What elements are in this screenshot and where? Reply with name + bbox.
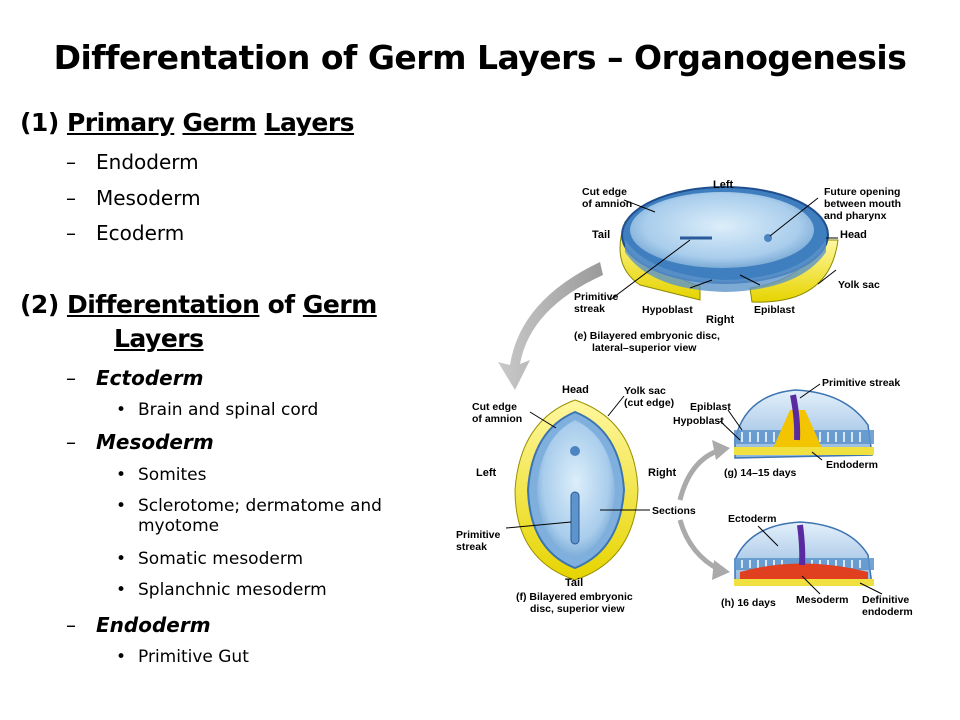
caption-h: (h) 16 days: [721, 597, 776, 609]
section2-heading-line2: Layers: [114, 324, 204, 353]
bullet-continuation: myotome: [138, 516, 220, 536]
label-tail-top: Tail: [592, 229, 610, 241]
section1-item-ecoderm: –Ecoderm: [66, 221, 185, 245]
group-mesoderm: –Mesoderm: [66, 430, 214, 454]
label-primitive-streak-g: Primitive streak: [822, 377, 900, 389]
label-right-top: Right: [706, 314, 734, 326]
label-definitive-2: endoderm: [862, 606, 913, 618]
caption-f-1: (f) Bilayered embryonic: [516, 591, 633, 603]
label-primitive-top-2: streak: [574, 303, 605, 315]
bullet-somites: •Somites: [116, 465, 207, 485]
section2-number: (2): [20, 290, 59, 319]
label-cut-edge-top-1: Cut edge: [582, 186, 627, 198]
caption-e-1: (e) Bilayered embryonic disc,: [574, 330, 720, 342]
section2-word-layers: Layers: [114, 324, 204, 353]
section1-number: (1): [20, 108, 59, 137]
label-mesoderm-h: Mesoderm: [796, 594, 849, 606]
section1-word-layers: Layers: [264, 108, 355, 137]
label-head-bottom: Head: [562, 384, 589, 396]
label-primitive-bottom-2: streak: [456, 541, 487, 553]
label-future-1: Future opening: [824, 186, 900, 198]
section1-heading: (1) Primary Germ Layers: [20, 108, 355, 137]
label-tail-bottom: Tail: [565, 577, 583, 589]
label-definitive-1: Definitive: [862, 594, 909, 606]
arrow-head-g: [712, 440, 730, 460]
caption-f-2: disc, superior view: [530, 603, 625, 615]
disc-surface: [630, 192, 814, 268]
caption-e-2: lateral–superior view: [592, 342, 697, 354]
section1-word-primary: Primary: [66, 108, 175, 137]
label-left-top: Left: [713, 179, 734, 191]
disc-side-band: [625, 240, 826, 292]
section-g-drawing: [734, 389, 874, 459]
arrow-to-g-icon: [677, 447, 721, 501]
section2-word-differentation: Differentation: [66, 290, 260, 319]
bullet-somatic-mesoderm: •Somatic mesoderm: [116, 549, 304, 569]
label-cut-edge-bottom-2: of amnion: [472, 413, 522, 425]
oral-dot: [570, 446, 580, 456]
label-future-3: and pharynx: [824, 210, 887, 222]
label-epiblast-g: Epiblast: [690, 401, 731, 413]
bullet-brain-spinal-cord: •Brain and spinal cord: [116, 400, 319, 420]
disc-lateral-view: [619, 186, 839, 303]
label-ectoderm-h: Ectoderm: [728, 513, 776, 525]
bullet-splanchnic-mesoderm: •Splanchnic mesoderm: [116, 580, 327, 600]
arrow-head-h: [712, 560, 730, 580]
section1-item-label: Ecoderm: [96, 221, 185, 245]
group-endoderm: –Endoderm: [66, 613, 211, 637]
label-primitive-top-1: Primitive: [574, 291, 619, 303]
label-yolk-bottom-2: (cut edge): [624, 397, 674, 409]
label-primitive-bottom-1: Primitive: [456, 529, 501, 541]
leader-lines: [505, 197, 883, 595]
label-hypoblast-g: Hypoblast: [673, 415, 724, 427]
label-future-2: between mouth: [824, 198, 901, 210]
label-right-bottom: Right: [648, 467, 676, 479]
caption-g: (g) 14–15 days: [724, 467, 797, 479]
section2-word-germ: Germ: [302, 290, 377, 319]
label-yolk-sac-top: Yolk sac: [838, 279, 880, 291]
label-head-top: Head: [840, 229, 867, 241]
label-sections: Sections: [652, 505, 696, 517]
bullet-primitive-gut: •Primitive Gut: [116, 647, 249, 667]
label-left-bottom: Left: [476, 467, 497, 479]
label-hypoblast-top: Hypoblast: [642, 304, 693, 316]
section1-item-endoderm: –Endoderm: [66, 150, 199, 174]
label-epiblast-top: Epiblast: [754, 304, 795, 316]
slide-title: Differentation of Germ Layers – Organoge…: [53, 38, 907, 77]
disc-superior-view: [514, 399, 639, 581]
section1-item-mesoderm: –Mesoderm: [66, 186, 201, 210]
primitive-streak-bottom: [570, 491, 580, 545]
group-ectoderm: –Ectoderm: [66, 366, 204, 390]
section2-word-of: of: [267, 290, 296, 319]
section-h-drawing: [734, 521, 874, 586]
section1-item-label: Mesoderm: [96, 186, 201, 210]
group-label: Ectoderm: [96, 366, 204, 390]
label-endoderm-g: Endoderm: [826, 459, 878, 471]
section1-item-label: Endoderm: [96, 150, 199, 174]
group-label: Endoderm: [96, 613, 211, 637]
section1-word-germ: Germ: [182, 108, 257, 137]
label-cut-edge-bottom-1: Cut edge: [472, 401, 517, 413]
label-cut-edge-top-2: of amnion: [582, 198, 632, 210]
section2-heading: (2) Differentation of Germ: [20, 290, 377, 319]
label-yolk-bottom-1: Yolk sac: [624, 385, 666, 397]
group-label: Mesoderm: [96, 430, 214, 454]
curved-arrow-icon: [498, 262, 603, 390]
